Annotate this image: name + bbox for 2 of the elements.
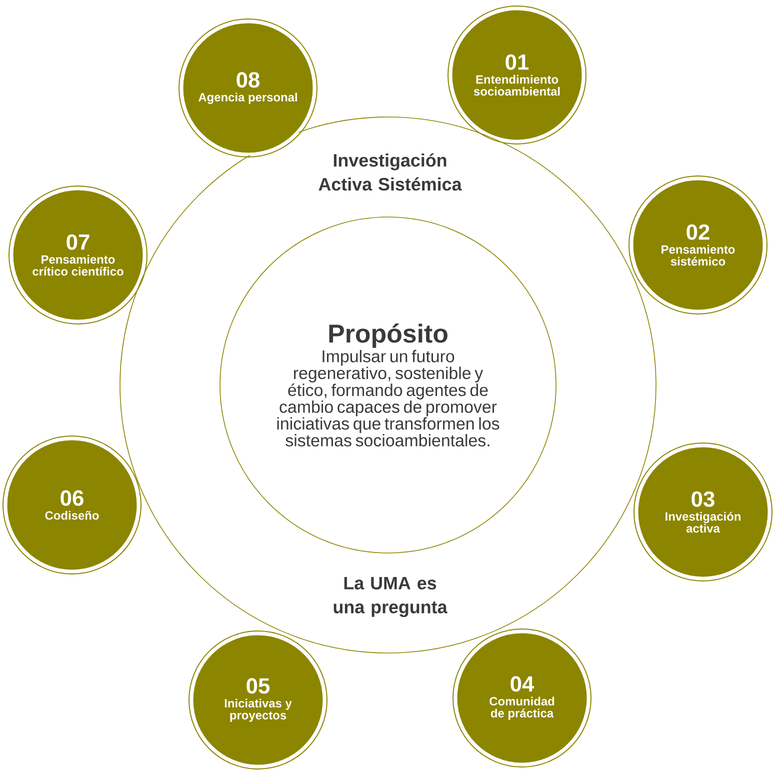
circle-heading: Investigación Activa Sistémica xyxy=(318,153,462,191)
circle-heading: La UMA es una pregunta xyxy=(334,576,448,618)
